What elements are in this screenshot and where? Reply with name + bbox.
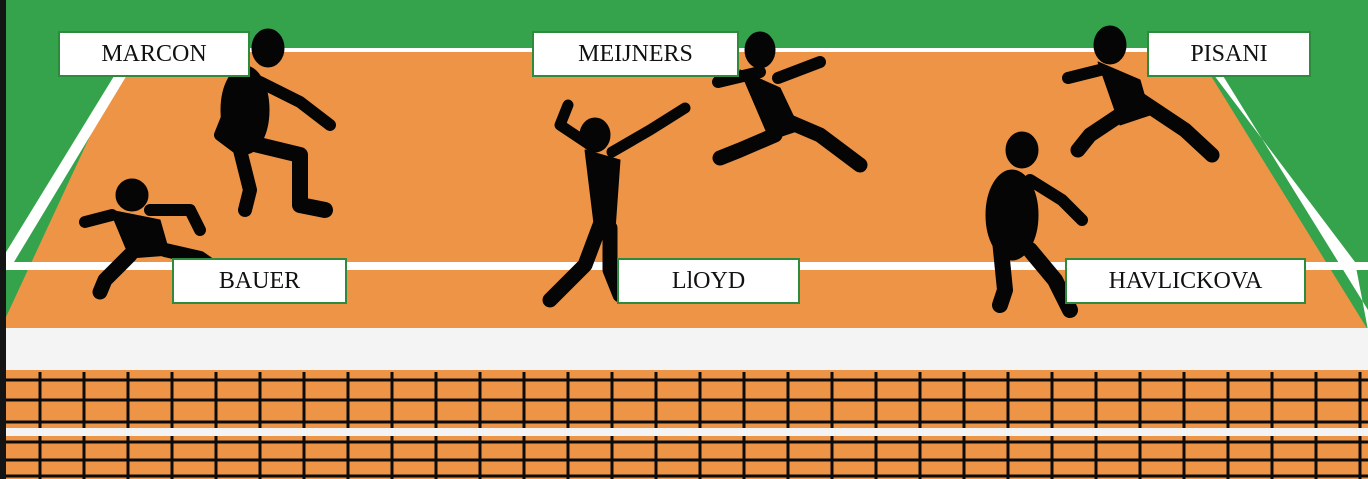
player-label-lloyd: LlOYD xyxy=(617,258,800,304)
player-label-marcon: MARCON xyxy=(58,31,250,77)
player-label-pisani: PISANI xyxy=(1147,31,1311,77)
net-body xyxy=(0,370,1368,479)
player-label-havlickova: HAVLICKOVA xyxy=(1065,258,1306,304)
net-white-band xyxy=(0,428,1368,436)
player-label-bauer: BAUER xyxy=(172,258,347,304)
net-top-tape xyxy=(0,328,1368,370)
player-label-meijners: MEIJNERS xyxy=(532,31,739,77)
left-border-bar xyxy=(0,0,6,479)
